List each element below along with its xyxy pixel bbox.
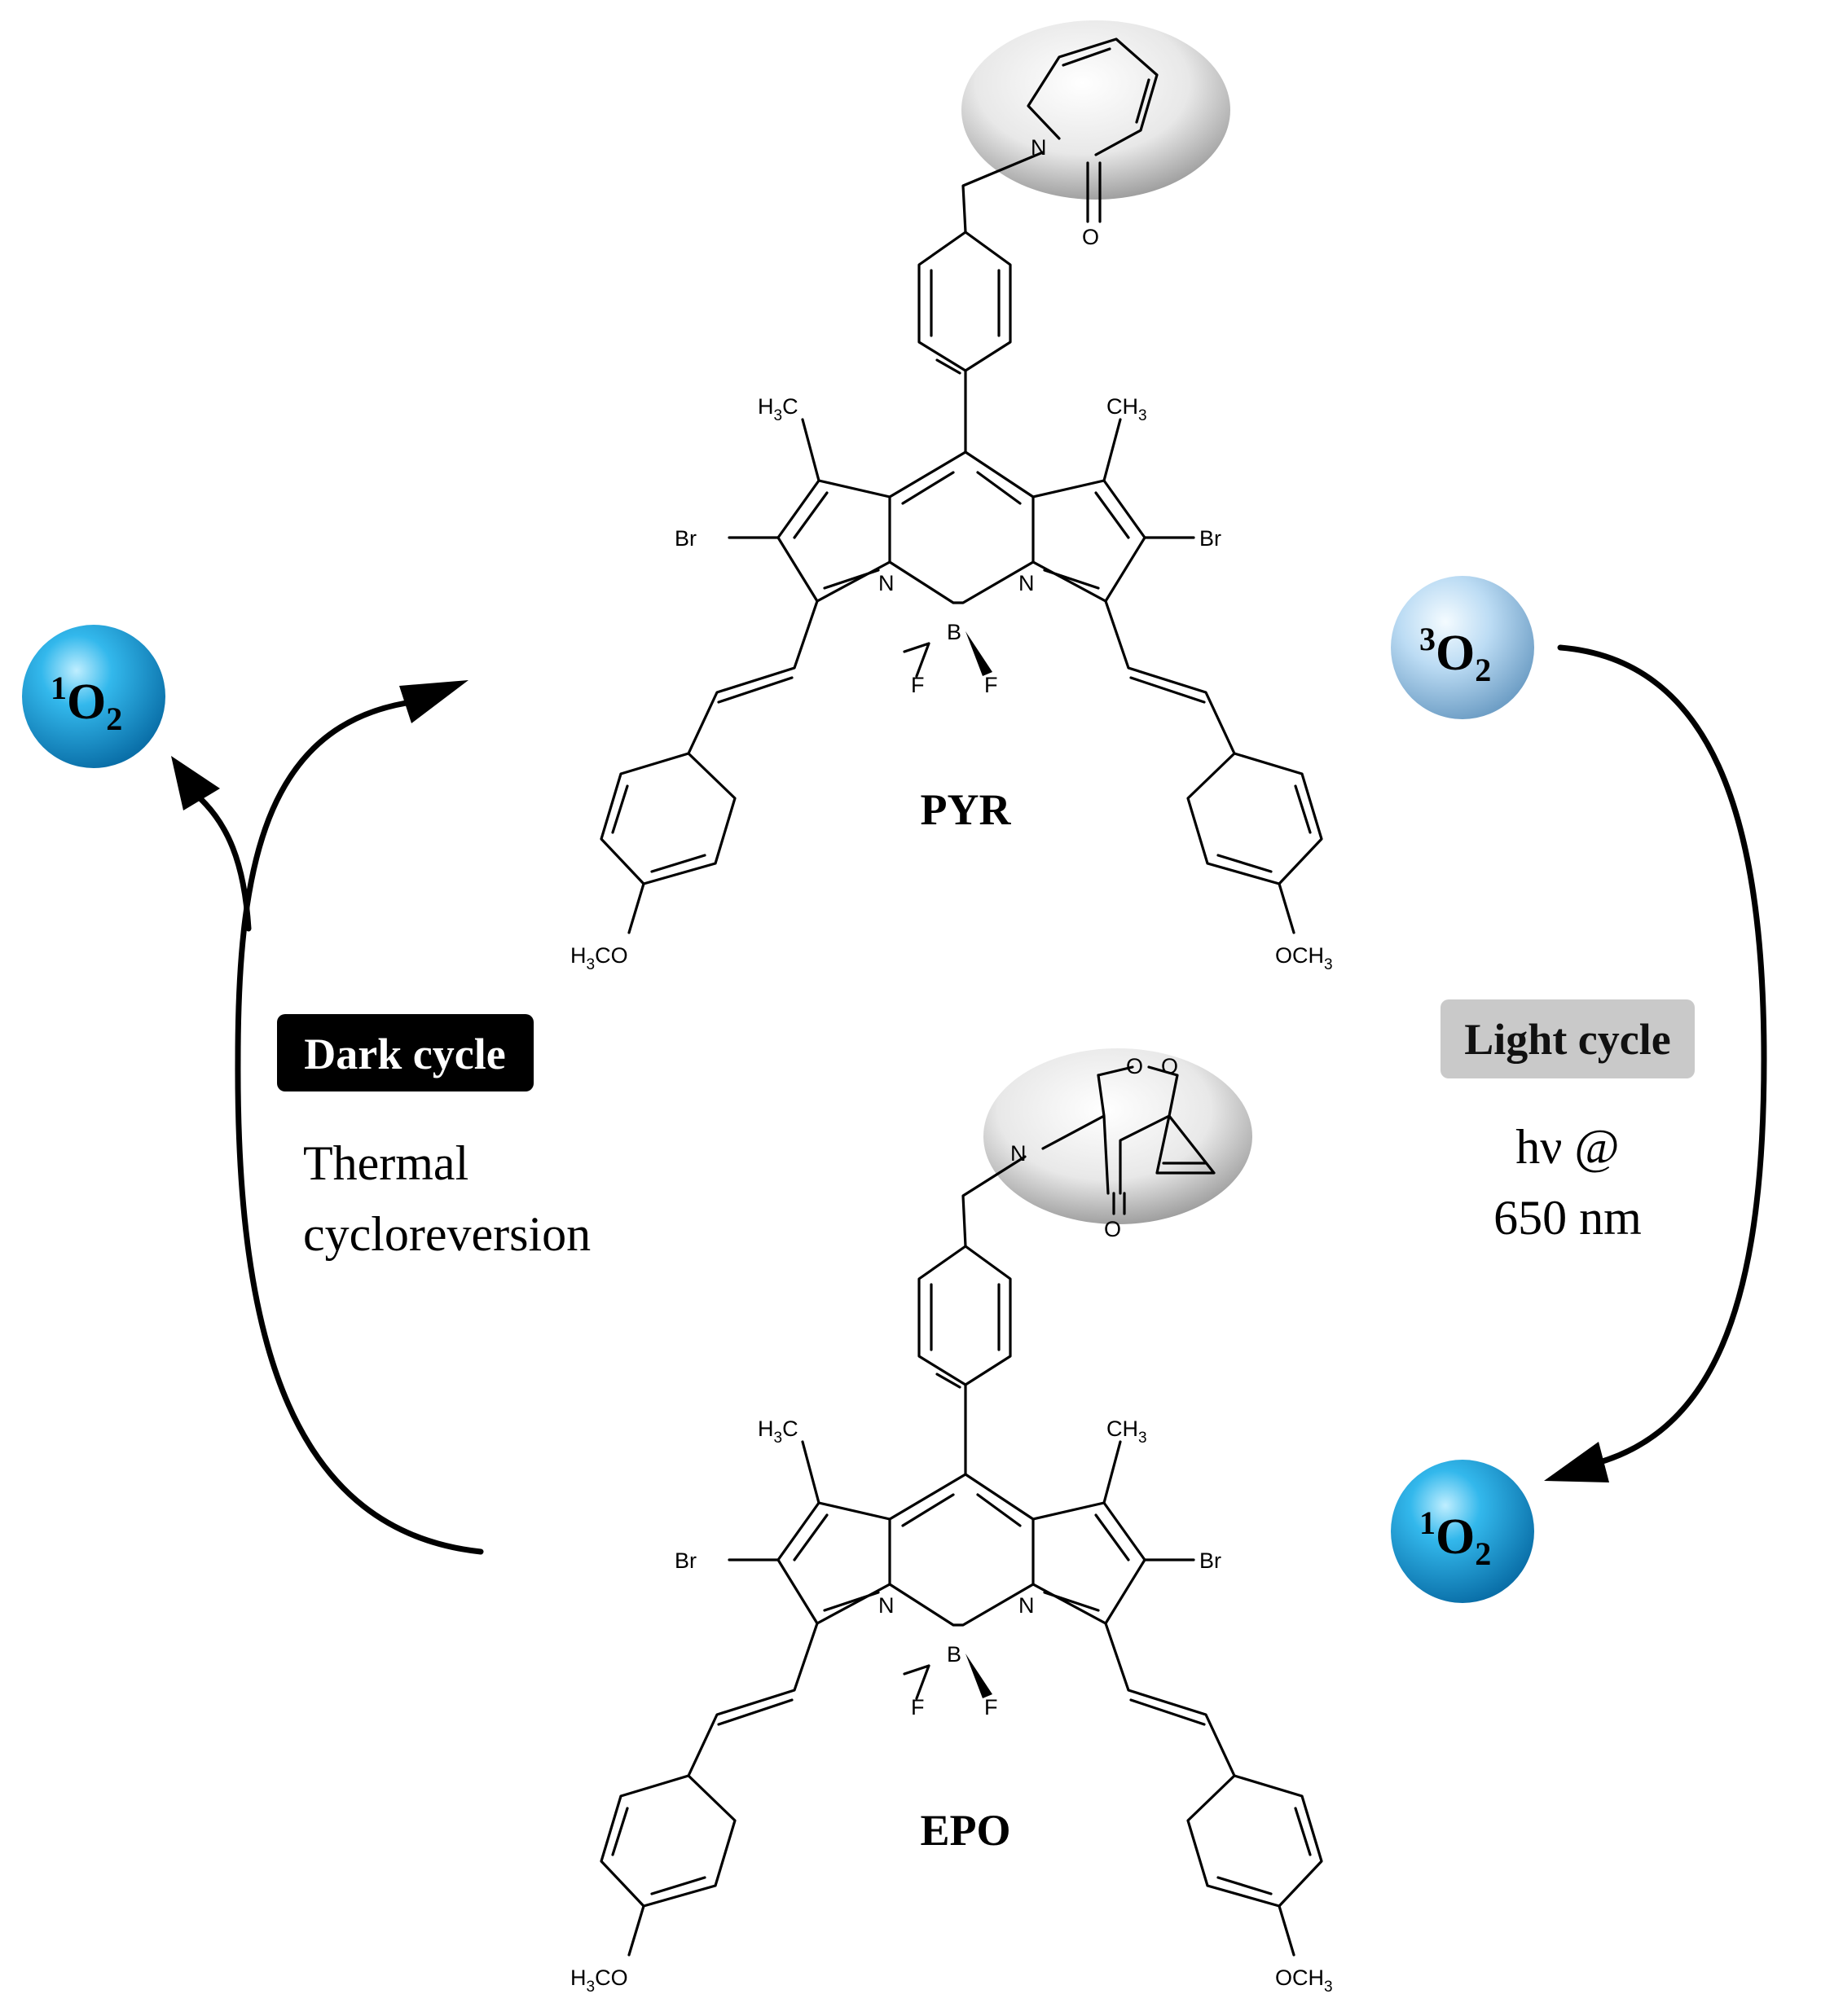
epo-bodipy-core (888, 1473, 1035, 1627)
light-cycle-line2: 650 nm (1493, 1191, 1642, 1245)
bromine-left: Br (675, 526, 697, 551)
bromine-right: Br (1199, 526, 1221, 551)
methyl-right: CH3 (1106, 394, 1147, 424)
dark-cycle-arrow (235, 697, 484, 1555)
anisyl-right (1186, 752, 1323, 885)
anisyl-left (600, 752, 737, 885)
epo-methoxy-right: OCH3 (1275, 1965, 1333, 1996)
endoperoxide-bicycle (1041, 1074, 1216, 1195)
dark-cycle-badge-text: Dark cycle (304, 1030, 505, 1078)
pyridone-o: O (1082, 225, 1099, 249)
epo-methyl-left: H3C (758, 1416, 798, 1447)
bodipy-n-right: N (1018, 571, 1035, 595)
singlet-release-arrowhead (171, 756, 220, 810)
pyridone-ring (1027, 37, 1159, 156)
light-cycle-line1: hν @ (1515, 1120, 1619, 1174)
epo-pyrrole-left (776, 1501, 891, 1625)
singlet-oxygen-sphere-left (22, 625, 165, 768)
triplet-oxygen-sphere (1391, 576, 1534, 719)
singlet-oxygen-label-left: 1O2 (51, 670, 122, 737)
epo-bromine-right: Br (1199, 1548, 1221, 1573)
pyr-label: PYR (921, 785, 1012, 834)
epo-anisyl-right (1186, 1774, 1323, 1908)
fluorine-left: F (911, 673, 925, 697)
epo-peroxide-o-left: O (1126, 1054, 1143, 1078)
light-cycle-arrow (1557, 644, 1767, 1469)
epo-fluorine-left: F (911, 1695, 925, 1720)
bodipy-core (888, 450, 1035, 604)
epo-phenyl-top (917, 1245, 1012, 1386)
pyridone-n: N (1031, 135, 1047, 160)
fluorine-right: F (984, 673, 998, 697)
pyrrole-right (1031, 479, 1146, 603)
dark-cycle: 1O2 Dark cycle Thermal cycloreversion (22, 625, 591, 1555)
epo-label: EPO (920, 1806, 1010, 1855)
light-cycle-arrowhead (1544, 1442, 1609, 1482)
bodipy-n-left: N (878, 571, 895, 595)
dark-cycle-badge (277, 1014, 534, 1091)
pyridone-carbonyl (1086, 161, 1102, 223)
epo-fluorine-right: F (984, 1695, 998, 1720)
methoxy-right: OCH3 (1275, 943, 1333, 973)
dark-cycle-line1: Thermal (303, 1136, 468, 1190)
pyr-molecule: N O N N B F F Br Br H3C CH3 H3CO OCH3 PY… (570, 20, 1333, 973)
epo-molecule: N O O O N N B F F Br Br H3C CH3 H3CO OCH… (570, 1048, 1333, 1996)
epo-bromine-left: Br (675, 1548, 697, 1573)
dark-cycle-arrowhead (399, 680, 468, 723)
methyl-left: H3C (758, 394, 798, 424)
singlet-oxygen-sphere-right (1391, 1460, 1534, 1603)
light-cycle-badge-text: Light cycle (1464, 1015, 1670, 1064)
methoxy-left: H3CO (570, 943, 628, 973)
light-cycle-badge (1441, 999, 1695, 1078)
triplet-oxygen-label: 3O2 (1419, 621, 1491, 688)
boron: B (947, 620, 961, 644)
singlet-release-arrow (192, 791, 252, 932)
phenyl-top (917, 231, 1012, 372)
epo-n-left: N (878, 1593, 895, 1618)
pyrrole-left (776, 479, 891, 603)
epo-n-right: N (1018, 1593, 1035, 1618)
epo-carbonyl-o: O (1104, 1217, 1121, 1241)
epo-methoxy-left: H3CO (570, 1965, 628, 1996)
dark-cycle-line2: cycloreversion (303, 1207, 591, 1261)
endoperoxide-highlight (983, 1048, 1252, 1224)
epo-anisyl-left (600, 1774, 737, 1908)
epo-boron: B (947, 1642, 961, 1667)
epo-peroxide-o-right: O (1161, 1054, 1178, 1078)
epo-pyrrole-right (1031, 1501, 1146, 1625)
methylene-bond (961, 151, 1045, 234)
epo-methyl-right: CH3 (1106, 1416, 1147, 1447)
pyridone-highlight (961, 20, 1230, 200)
singlet-oxygen-label-right: 1O2 (1419, 1504, 1491, 1572)
epo-n: N (1010, 1141, 1027, 1166)
light-cycle: 3O2 1O2 Light cycle hν @ 650 nm (1391, 576, 1767, 1603)
